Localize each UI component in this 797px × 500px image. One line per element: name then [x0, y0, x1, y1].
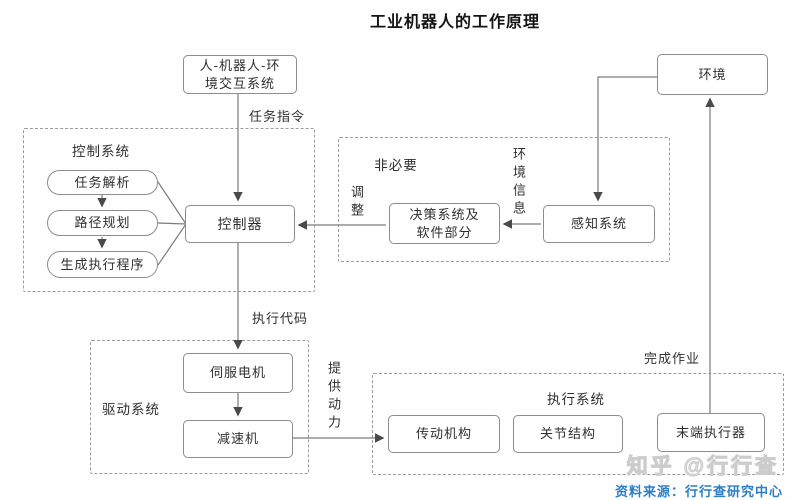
- node-transmission: 传动机构: [388, 415, 500, 453]
- group-label-execution-system: 执行系统: [547, 392, 605, 407]
- node-reducer: 减速机: [183, 420, 293, 458]
- edge-label-complete-work: 完成作业: [643, 351, 700, 366]
- node-servo-motor: 伺服电机: [183, 353, 293, 393]
- edge-label-provide-power: 提供动力: [326, 361, 341, 433]
- edge-taskparse-controller: [157, 181, 187, 225]
- node-environment: 环境: [657, 54, 768, 95]
- node-joint-structure: 关节结构: [513, 415, 623, 453]
- group-control-system: [23, 128, 315, 292]
- node-end-effector: 末端执行器: [657, 413, 765, 452]
- group-drive-system: [90, 340, 309, 474]
- node-path-plan: 路径规划: [47, 210, 158, 236]
- node-gen-program: 生成执行程序: [47, 251, 158, 278]
- node-decision-system: 决策系统及 软件部分: [389, 203, 500, 244]
- node-task-parse: 任务解析: [47, 170, 158, 195]
- group-label-optional: 非必要: [374, 158, 418, 173]
- group-label-drive-system: 驱动系统: [102, 402, 160, 417]
- edge-genprogram-controller: [157, 223, 187, 266]
- node-perception-system: 感知系统: [543, 205, 655, 243]
- edge-pathplan-controller: [157, 222, 187, 225]
- node-controller: 控制器: [185, 205, 295, 243]
- group-optional: [338, 137, 670, 262]
- edge-environment-perception: [593, 76, 657, 202]
- edge-label-adjust: 调整: [349, 185, 364, 221]
- zhihu-watermark: 知乎 @行行查: [626, 455, 779, 479]
- node-interaction-system: 人-机器人-环 境交互系统: [183, 55, 297, 94]
- edge-label-exec-code: 执行代码: [251, 311, 308, 326]
- edge-label-env-info: 环境信息: [511, 147, 526, 219]
- page-title: 工业机器人的工作原理: [369, 14, 540, 31]
- edge-label-task-command: 任务指令: [248, 109, 305, 124]
- group-execution-system: [372, 373, 784, 475]
- data-source-credit: 资料来源：行行查研究中心: [614, 484, 783, 499]
- group-label-control-system: 控制系统: [72, 144, 130, 159]
